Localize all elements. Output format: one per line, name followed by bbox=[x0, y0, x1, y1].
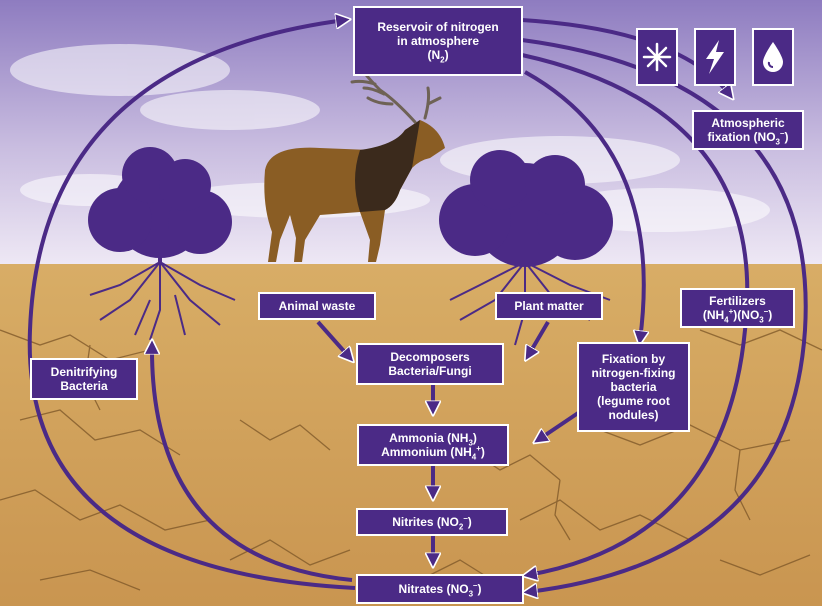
fertilizers-f2-sup: – bbox=[763, 307, 769, 316]
fertilizers-f1-sup: + bbox=[728, 307, 734, 316]
nitrates-formula-sup: – bbox=[473, 581, 478, 590]
nitrates-box: Nitrates (NO3–) bbox=[356, 574, 524, 604]
atmospheric-fixation-line2: fixation bbox=[707, 130, 751, 144]
ammonia-formula-sub: 3 bbox=[468, 438, 473, 448]
atmospheric-fixation-sup: – bbox=[780, 129, 785, 138]
reservoir-line1: Reservoir of nitrogen bbox=[377, 20, 499, 34]
animal-waste-label: Animal waste bbox=[278, 299, 356, 313]
left-shrub bbox=[88, 147, 236, 341]
reservoir-formula: N bbox=[431, 48, 441, 62]
denitrifying-line2: Bacteria bbox=[60, 379, 108, 393]
nitrates-formula: NO bbox=[450, 582, 469, 596]
atmospheric-fixation-line1: Atmospheric bbox=[711, 116, 785, 130]
lightning-icon bbox=[694, 28, 736, 86]
atmospheric-fixation-sub: 3 bbox=[775, 137, 780, 147]
ammonia-formula: NH bbox=[451, 431, 469, 445]
fixation-bacteria-line1: Fixation by bbox=[601, 352, 666, 366]
fertilizers-f2-sub: 3 bbox=[759, 315, 764, 325]
reservoir-formula-sub: 2 bbox=[440, 55, 445, 65]
denitrifying-box: Denitrifying Bacteria bbox=[30, 358, 138, 400]
plant-matter-box: Plant matter bbox=[495, 292, 603, 320]
fixation-bacteria-box: Fixation by nitrogen-fixing bacteria (le… bbox=[577, 342, 690, 432]
atmospheric-fixation-box: Atmospheric fixation (NO3–) bbox=[692, 110, 804, 150]
ammonium-formula: NH bbox=[454, 445, 472, 459]
fertilizers-line1: Fertilizers bbox=[709, 294, 766, 308]
water-drop-icon bbox=[752, 28, 794, 86]
soil-cracks bbox=[0, 329, 822, 591]
atmospheric-fixation-formula: NO bbox=[757, 130, 776, 144]
ammonium-formula-sub: 4 bbox=[471, 452, 477, 462]
ammonium-line2: Ammonium bbox=[381, 445, 448, 459]
arrow-denitrification-inner bbox=[152, 345, 353, 582]
fertilizers-f1: NH bbox=[706, 308, 725, 322]
nitrites-formula-sub: 2 bbox=[458, 522, 464, 532]
animal-waste-box: Animal waste bbox=[258, 292, 376, 320]
nitrites-formula: NO bbox=[440, 515, 459, 529]
fertilizers-box: Fertilizers (NH4+)(NO3–) bbox=[680, 288, 795, 328]
decomposers-line2: Bacteria/Fungi bbox=[388, 364, 472, 378]
decomposers-box: Decomposers Bacteria/Fungi bbox=[356, 343, 504, 385]
fertilizers-f1-sub: 4 bbox=[724, 315, 729, 325]
fixation-bacteria-line5: nodules) bbox=[608, 408, 659, 422]
reservoir-box: Reservoir of nitrogen in atmosphere (N2) bbox=[353, 6, 523, 76]
nitrates-name: Nitrates bbox=[398, 582, 444, 596]
fixation-bacteria-line3: bacteria bbox=[610, 380, 657, 394]
ammonia-box: Ammonia (NH3) Ammonium (NH4+) bbox=[357, 424, 509, 466]
nitrites-name: Nitrites bbox=[392, 515, 434, 529]
decomposers-line1: Decomposers bbox=[390, 350, 470, 364]
arrow-plant-matter bbox=[528, 320, 550, 356]
denitrifying-line1: Denitrifying bbox=[50, 365, 118, 379]
ammonium-formula-sup: + bbox=[476, 444, 481, 453]
nitrites-formula-sup: – bbox=[463, 514, 468, 523]
arrow-denitrification-outer bbox=[27, 20, 356, 590]
snowflake-icon bbox=[636, 28, 678, 86]
fixation-bacteria-line2: nitrogen-fixing bbox=[591, 366, 676, 380]
fixation-bacteria-line4: (legume root bbox=[597, 394, 670, 408]
nitrites-box: Nitrites (NO2–) bbox=[356, 508, 508, 536]
plant-matter-label: Plant matter bbox=[514, 299, 584, 313]
reservoir-line2: in atmosphere bbox=[396, 34, 480, 48]
right-shrub bbox=[439, 150, 613, 346]
ammonia-line1: Ammonia bbox=[389, 431, 444, 445]
arrow-atmosphere-to-bacteria bbox=[524, 70, 644, 340]
nitrates-formula-sub: 3 bbox=[468, 589, 474, 599]
arrow-fertilizer-to-nitrates bbox=[522, 53, 750, 575]
arrow-animal-waste bbox=[316, 320, 350, 358]
fertilizers-f2: NO bbox=[741, 308, 760, 322]
